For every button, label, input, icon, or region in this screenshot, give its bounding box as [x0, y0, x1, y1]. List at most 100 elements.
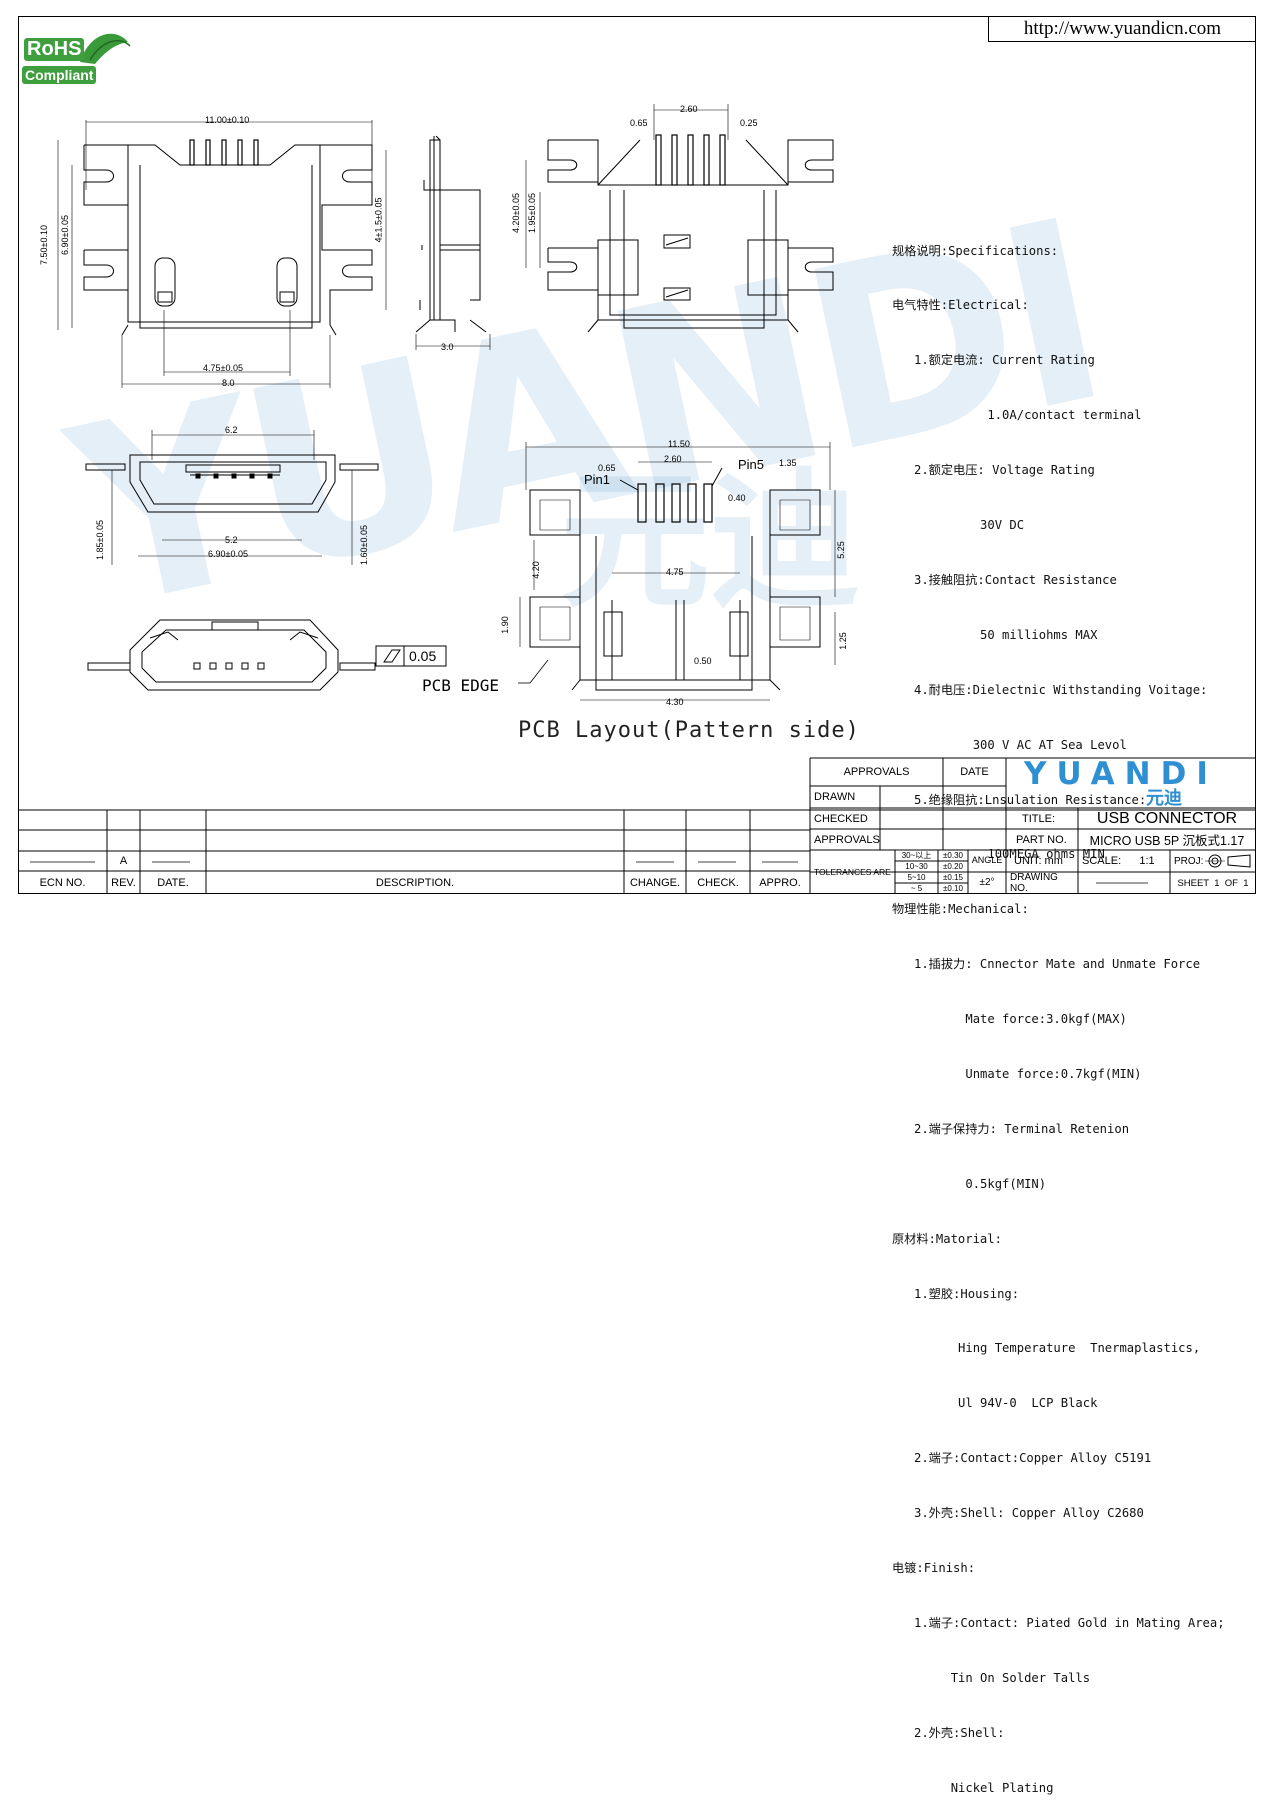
dim-pcb-bot: 4.30	[666, 697, 684, 707]
dim-front-pitch: 2.60	[680, 104, 698, 114]
spec-line: 规格说明:Specifications:	[892, 243, 1059, 258]
spec-line: 3.接触阻抗:Contact Resistance	[892, 572, 1117, 587]
dim-right-h: 4±1.5±0.05	[373, 197, 384, 243]
spec-line: 5.绝缘阻抗:Lnsulation Resistance:	[892, 792, 1147, 807]
leaf-icon	[80, 33, 131, 64]
specifications-block: 规格说明:Specifications: 电气特性:Electrical: 1.…	[892, 205, 1252, 1815]
spec-line: 1.0A/contact terminal	[892, 408, 1142, 423]
spec-line: 50 milliohms MAX	[892, 627, 1098, 642]
dim-pad-w: 0.40	[728, 493, 746, 503]
part-value: MICRO USB 5P 沉板式1.17	[1089, 834, 1245, 848]
tol-range-1: 30~以上	[901, 851, 932, 860]
flatness-value: 0.05	[409, 648, 437, 664]
top-view	[57, 120, 387, 388]
scale-label: SCALE:	[1082, 855, 1122, 867]
spec-line: 物理性能:Mechanical:	[892, 902, 1029, 917]
dim-pcb-h2: 1.90	[499, 616, 510, 634]
spec-line: 1.塑胶:Housing:	[892, 1286, 1020, 1301]
unit-label: UNIT: mm	[1014, 855, 1063, 867]
technical-drawing	[18, 104, 1256, 894]
check-header: CHECK.	[697, 876, 739, 889]
dim-pcb-p: 0.65	[598, 463, 616, 473]
title-block-lines	[18, 757, 1256, 894]
checked-label: CHECKED	[814, 812, 868, 825]
dim-rec-top: 6.2	[225, 425, 238, 435]
pcb-layout-caption: PCB Layout(Pattern side)	[518, 718, 860, 743]
rev-value: A	[119, 855, 128, 867]
dim-rec-right: 1.60±0.05	[358, 525, 369, 565]
drawing-frame	[18, 16, 1256, 894]
part-label: PART NO.	[1016, 833, 1067, 846]
spec-line: Tin On Solder Talls	[892, 1670, 1091, 1685]
proj-label: PROJ:	[1174, 855, 1204, 867]
tol-value-1: ±0.30	[943, 851, 963, 860]
section-view	[87, 619, 447, 691]
dim-pcb-mid: 4.75	[666, 567, 684, 577]
dim-front-p2: 0.25	[740, 118, 758, 128]
front-view	[525, 104, 834, 333]
rohs-logo: RoHS Compliant	[20, 22, 132, 88]
spec-line: 2.端子:Contact:Copper Alloy C5191	[892, 1451, 1152, 1466]
date-header: DATE.	[157, 876, 189, 889]
description-header: DESCRIPTION.	[375, 876, 455, 889]
dim-pin5: 1.35	[779, 458, 797, 468]
compliant-text: Compliant	[22, 66, 97, 84]
projection-symbol-icon	[1205, 854, 1251, 868]
angle-value: ±2°	[979, 876, 995, 888]
spec-line: Nickel Plating	[892, 1780, 1054, 1795]
drawn-label: DRAWN	[814, 791, 856, 803]
spec-line: 原材料:Matorial:	[892, 1231, 1002, 1246]
ecn-header: ECN NO.	[39, 876, 86, 889]
spec-line: 0.5kgf(MIN)	[892, 1176, 1047, 1191]
dim-top-width: 11.00±0.10	[205, 115, 250, 125]
dim-inner-w: 4.75±0.05	[203, 363, 243, 373]
dim-side-w: 3.0	[441, 342, 454, 352]
dim-front-h2: 1.95±0.05	[526, 193, 537, 233]
dim-rec-mid: 5.2	[225, 535, 238, 545]
change-header: CHANGE.	[629, 876, 681, 889]
tol-range-3: 5~10	[907, 873, 926, 882]
pcb-edge-label: PCB EDGE	[422, 676, 500, 695]
tolerances-label: TOLERANCES ARE	[814, 867, 891, 877]
spec-line: Hing Temperature Tnermaplastics,	[892, 1341, 1201, 1356]
side-view	[415, 135, 491, 350]
spec-line: 2.外壳:Shell:	[892, 1725, 1005, 1740]
pin1-label: Pin1	[584, 472, 611, 487]
drawing-no-label: DRAWING NO.	[1010, 872, 1058, 894]
tol-value-2: ±0.20	[943, 862, 963, 871]
spec-line: 1.额定电流: Current Rating	[892, 353, 1095, 368]
spec-line: Mate force:3.0kgf(MAX)	[892, 1012, 1127, 1027]
spec-line: 1.插拔力: Cnnector Mate and Unmate Force	[892, 957, 1201, 972]
spec-line: 2.额定电压: Voltage Rating	[892, 463, 1095, 478]
pcb-layout-view	[518, 442, 836, 701]
dim-pcb-left: 4.20	[530, 561, 541, 579]
spec-line: 3.外壳:Shell: Copper Alloy C2680	[892, 1506, 1144, 1521]
rohs-text: RoHS	[24, 38, 85, 61]
tol-range-4: ~ 5	[910, 884, 923, 893]
spec-line: Ul 94V-0 LCP Black	[892, 1396, 1098, 1411]
dim-rec-bot: 6.90±0.05	[208, 549, 248, 559]
dim-pcb-h1: 5.25	[835, 541, 846, 559]
yuandi-logo: YUANDI 元迪	[1010, 756, 1254, 808]
spec-line: 电气特性:Electrical:	[892, 298, 1029, 313]
tol-range-2: 10~30	[905, 862, 928, 871]
dim-pcb-h3: 1.25	[837, 632, 848, 650]
rev-header: REV.	[111, 876, 136, 889]
spec-line: 2.端子保持力: Terminal Retenion	[892, 1121, 1130, 1136]
tol-value-3: ±0.15	[943, 873, 963, 882]
spec-line: Unmate force:0.7kgf(MIN)	[892, 1066, 1142, 1081]
dim-pcb-gap: 0.50	[694, 656, 712, 666]
dim-left-h2: 6.90±0.05	[59, 215, 70, 255]
scale-value: 1:1	[1139, 855, 1155, 867]
spec-line: 1.端子:Contact: Piated Gold in Mating Area…	[892, 1615, 1225, 1630]
dim-front-h1: 4.20±0.05	[510, 193, 521, 233]
dim-outer-w: 8.0	[222, 378, 235, 388]
title-value: USB CONNECTOR	[1096, 809, 1238, 827]
dim-rec-left: 1.85±0.05	[94, 520, 105, 560]
spec-line: 30V DC	[892, 518, 1025, 533]
sheet-label: SHEET 1 OF 1	[1177, 877, 1249, 889]
spec-line: 电镀:Finish:	[892, 1560, 976, 1575]
website-url[interactable]: http://www.yuandicn.com	[988, 16, 1256, 42]
dim-pcb-pitch: 2.60	[664, 454, 682, 464]
brand-name: YUANDI	[1024, 756, 1218, 792]
